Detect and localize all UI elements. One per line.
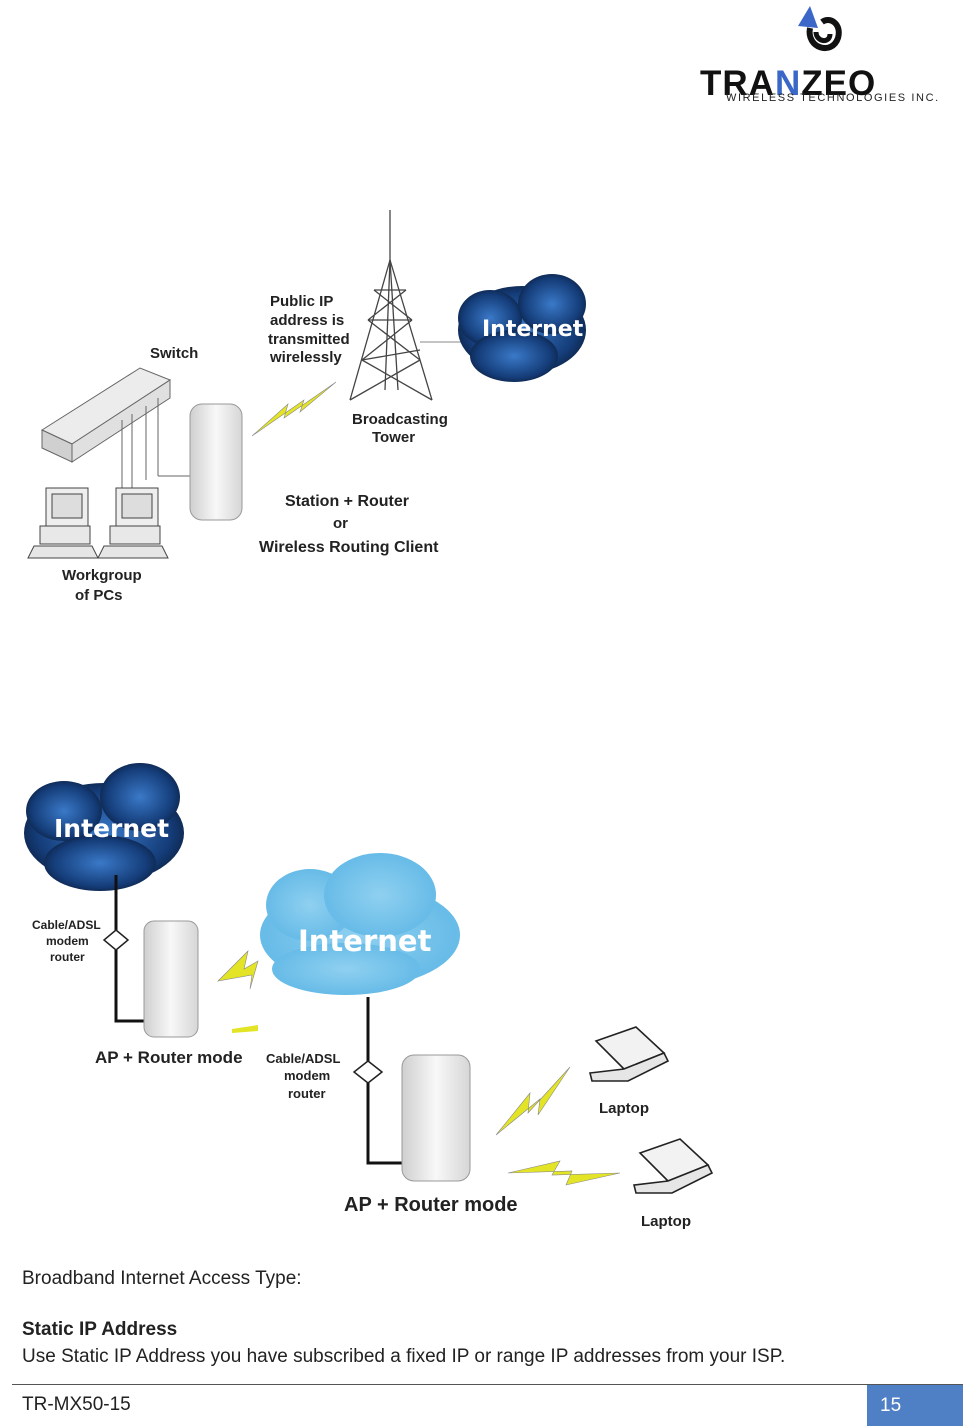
workgroup-label-2: of PCs	[75, 587, 123, 604]
access-type-label: Broadband Internet Access Type:	[22, 1268, 302, 1289]
modem-icon-2	[352, 1060, 384, 1084]
wireless-link-icon-3	[507, 1160, 621, 1186]
footer-divider	[12, 1384, 963, 1385]
internet-label-1: Internet	[54, 814, 169, 843]
tower-label-1: Broadcasting	[352, 411, 448, 428]
static-ip-description: Use Static IP Address you have subscribe…	[22, 1346, 786, 1367]
modem-1-label-1: Cable/ADSL	[32, 918, 101, 932]
laptop-icon-2	[633, 1138, 714, 1194]
laptop-label-1: Laptop	[599, 1100, 649, 1117]
laptop-icon-1	[589, 1026, 670, 1082]
public-ip-label-1: Public IP	[270, 293, 333, 310]
internet-cloud-icon-2	[260, 853, 460, 995]
modem-2-label-3: router	[288, 1086, 326, 1101]
ap-device-icon-1	[143, 920, 199, 1038]
modem-icon-1	[102, 929, 130, 951]
tranzeo-logo: TRANZEO WIRELESS TECHNOLOGIES INC.	[700, 4, 952, 108]
mode-label-2: or	[333, 515, 348, 532]
figure-ap-router: Internet Internet Cable/ADSL modem route…	[24, 763, 714, 1230]
station-device-icon	[189, 403, 243, 521]
tower-label-2: Tower	[372, 429, 415, 446]
figure-station-router: Switch Workgroup of PCs	[27, 210, 586, 604]
modem-2-label-2: modem	[284, 1068, 330, 1083]
workgroup-pcs-icon	[27, 487, 169, 559]
workgroup-label-1: Workgroup	[62, 567, 142, 584]
wireless-link-icon-1	[217, 950, 259, 990]
logo-wordmark: TRANZEO	[700, 64, 877, 103]
internet-label: Internet	[482, 317, 584, 342]
public-ip-label-3: transmitted	[268, 331, 350, 348]
modem-1-label-2: modem	[46, 934, 89, 948]
mode-label-1: Station + Router	[285, 493, 409, 510]
modem-2-label-1: Cable/ADSL	[266, 1051, 340, 1066]
wireless-link-icon-2	[495, 1066, 571, 1136]
switch-label: Switch	[150, 345, 198, 362]
internet-cloud-icon-1	[24, 763, 184, 891]
public-ip-label-4: wirelessly	[269, 349, 342, 366]
ap-device-icon-2	[401, 1054, 471, 1182]
ap-mode-label-1: AP + Router mode	[95, 1048, 243, 1067]
mode-label-3: Wireless Routing Client	[259, 539, 439, 556]
internet-label-2: Internet	[298, 924, 432, 958]
logo-mark-icon	[798, 6, 842, 51]
static-ip-heading: Static IP Address	[22, 1319, 178, 1340]
footer-doc-id: TR-MX50-15	[22, 1394, 131, 1415]
ap-mode-label-2: AP + Router mode	[344, 1194, 518, 1216]
laptop-label-2: Laptop	[641, 1213, 691, 1230]
tower-icon	[349, 210, 433, 401]
page-number: 15	[867, 1385, 963, 1426]
public-ip-label-2: address is	[270, 312, 344, 329]
internet-cloud-icon	[458, 274, 586, 382]
logo-subtitle: WIRELESS TECHNOLOGIES INC.	[726, 92, 940, 104]
wireless-link-icon	[251, 381, 337, 437]
modem-1-label-3: router	[50, 950, 85, 964]
switch-icon	[40, 367, 192, 500]
